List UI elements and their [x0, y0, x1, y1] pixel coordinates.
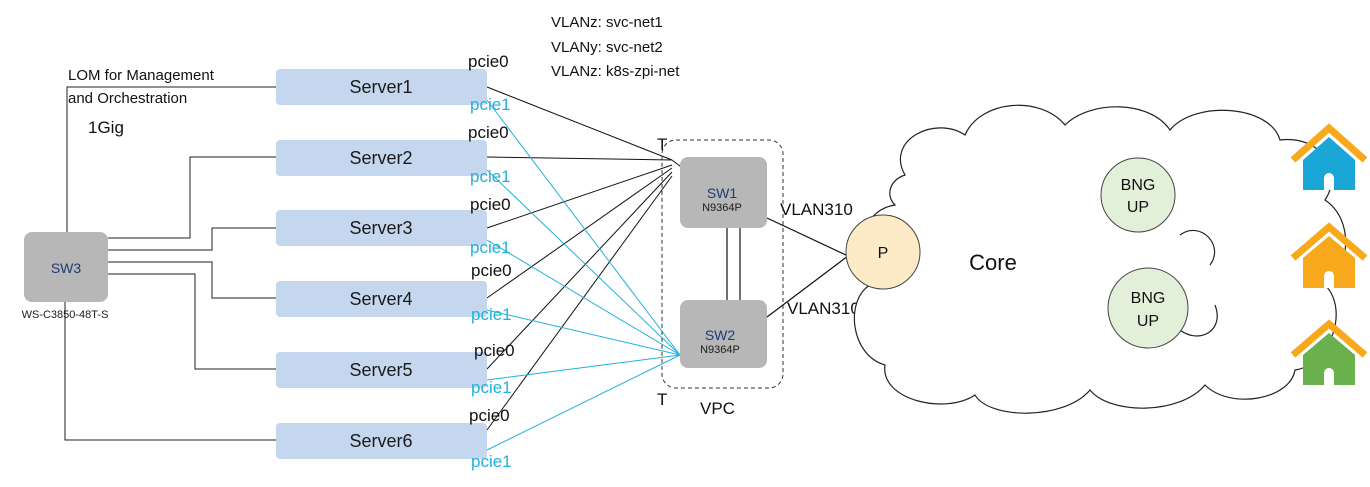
vpc-peer-links — [726, 228, 741, 300]
lom-label-line-1: LOM for Management — [68, 67, 215, 84]
server-2-pcie1-label: pcie1 — [470, 167, 511, 186]
server-1-pcie0-label: pcie0 — [468, 52, 509, 71]
vlan-legend-line-2: VLANy: svc-net2 — [551, 39, 663, 56]
server-6-pcie1-label: pcie1 — [471, 452, 512, 471]
bng-up-2-line-1: BNG — [1131, 290, 1166, 307]
bng-up-1: BNG UP — [1100, 157, 1176, 233]
server-2-label: Server2 — [349, 148, 412, 168]
p-router: P — [845, 214, 921, 290]
p-router-label: P — [878, 245, 889, 262]
bng-up-1-line-2: UP — [1127, 199, 1149, 216]
vpc-label: VPC — [700, 399, 735, 418]
server-5-pcie1-label: pcie1 — [471, 378, 512, 397]
server-3-label: Server3 — [349, 218, 412, 238]
vlan-legend-line-3: VLANz: k8s-zpi-net — [551, 63, 680, 80]
core-label: Core — [969, 250, 1017, 275]
server-5: Server5 — [276, 352, 487, 388]
sw2-model-label: N9364P — [700, 344, 740, 356]
lom-label-line-2: and Orchestration — [68, 90, 187, 107]
uplink-vlan-top-label: VLAN310 — [780, 200, 853, 219]
bng-up-1-line-1: BNG — [1121, 177, 1156, 194]
server-6: Server6 — [276, 423, 487, 459]
uplink-vlan-bottom-label: VLAN310 — [787, 299, 860, 318]
sw3-switch: SW3 WS-C3850-48T-S — [22, 232, 109, 321]
server-4-pcie1-label: pcie1 — [471, 305, 512, 324]
server-1-label: Server1 — [349, 77, 412, 97]
vlan-legend: VLANz: svc-net1 VLANy: svc-net2 VLANz: k… — [551, 14, 680, 80]
management-links — [64, 86, 276, 441]
server-5-label: Server5 — [349, 360, 412, 380]
server-3-pcie1-label: pcie1 — [470, 238, 511, 257]
bng-up-2-line-2: UP — [1137, 313, 1159, 330]
house-blue-icon — [1290, 123, 1368, 190]
pcie0-links — [486, 86, 686, 431]
vlan-legend-line-1: VLANz: svc-net1 — [551, 14, 663, 31]
sw2-switch: SW2 N9364P — [680, 300, 767, 368]
vpc-t-bottom-label: T — [657, 390, 667, 409]
vpc-boundary — [661, 139, 784, 389]
house-green-icon — [1290, 319, 1368, 385]
server-4-pcie0-label: pcie0 — [471, 261, 512, 280]
server-4-label: Server4 — [349, 289, 412, 309]
server-3: Server3 — [276, 210, 487, 246]
server-1: Server1 — [276, 69, 487, 105]
pcie1-links — [486, 99, 681, 451]
uplinks — [766, 217, 849, 318]
server-2: Server2 — [276, 140, 487, 176]
server-3-pcie0-label: pcie0 — [470, 195, 511, 214]
server-1-pcie1-label: pcie1 — [470, 95, 511, 114]
server-6-label: Server6 — [349, 431, 412, 451]
lom-speed-label: 1Gig — [88, 118, 124, 137]
sw1-switch: SW1 N9364P — [680, 157, 767, 228]
bng-up-2: BNG UP — [1107, 267, 1189, 349]
sw1-model-label: N9364P — [702, 202, 742, 214]
core-cloud — [853, 104, 1347, 414]
vpc-t-top-label: T — [657, 135, 667, 154]
server-2-pcie0-label: pcie0 — [468, 123, 509, 142]
sw3-label: SW3 — [51, 260, 82, 276]
server-5-pcie0-label: pcie0 — [474, 341, 515, 360]
server-6-pcie0-label: pcie0 — [469, 406, 510, 425]
sw1-label: SW1 — [707, 185, 738, 201]
sw3-model-label: WS-C3850-48T-S — [22, 309, 109, 321]
house-orange-icon — [1290, 222, 1368, 288]
server-4: Server4 — [276, 281, 487, 317]
sw2-label: SW2 — [705, 327, 736, 343]
